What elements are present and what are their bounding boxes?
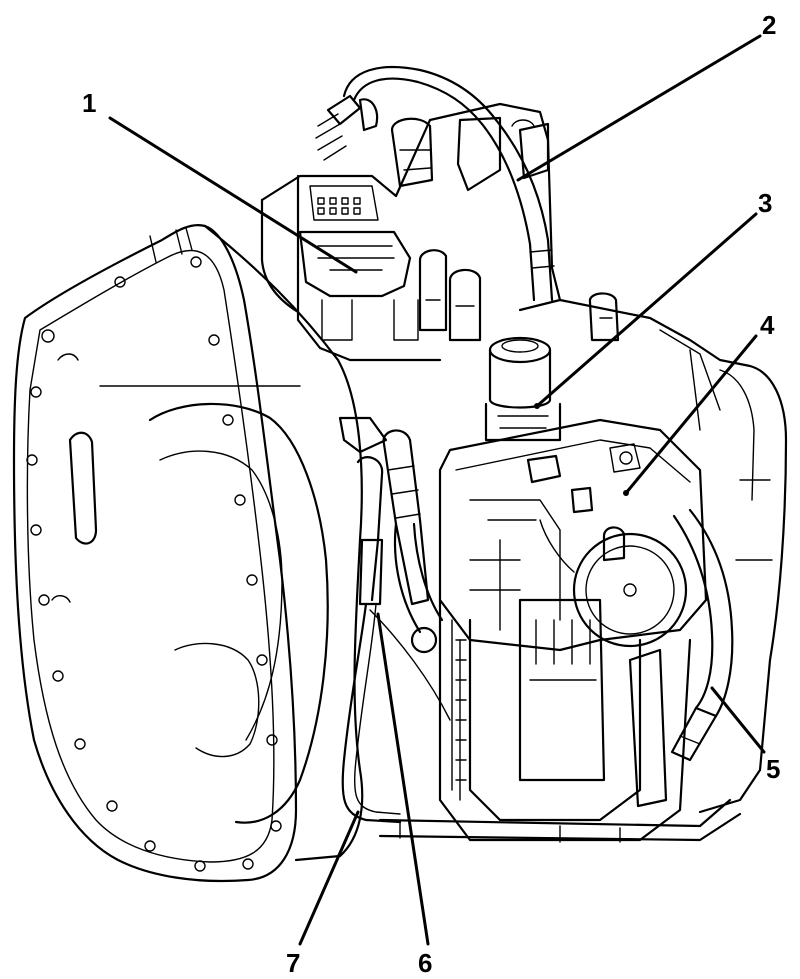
callout-7: 7 [286, 948, 300, 978]
top-housing [260, 66, 562, 362]
cooler-line [670, 508, 734, 762]
transmission-case [99, 224, 364, 862]
leader-4 [624, 334, 758, 495]
dipstick-filler-cap [484, 336, 562, 442]
callout-6: 6 [418, 948, 432, 978]
shift-module [438, 418, 708, 652]
leader-2 [516, 34, 762, 182]
callout-2: 2 [762, 10, 776, 40]
leader-1 [108, 116, 358, 274]
breather-hose [338, 416, 451, 721]
callout-leaders [108, 34, 766, 946]
callout-labels: 1 2 3 4 5 6 7 [82, 10, 780, 978]
callout-1: 1 [82, 88, 96, 118]
leader-3 [535, 212, 758, 408]
leader-6 [376, 612, 430, 946]
lower-case [378, 598, 742, 843]
callout-4: 4 [760, 310, 775, 340]
callout-3: 3 [758, 188, 772, 218]
leader-5 [710, 686, 766, 754]
leader-7 [298, 810, 360, 946]
callout-5: 5 [766, 754, 780, 784]
speed-sensor-cable [341, 456, 402, 824]
bell-housing-flange [12, 224, 298, 883]
